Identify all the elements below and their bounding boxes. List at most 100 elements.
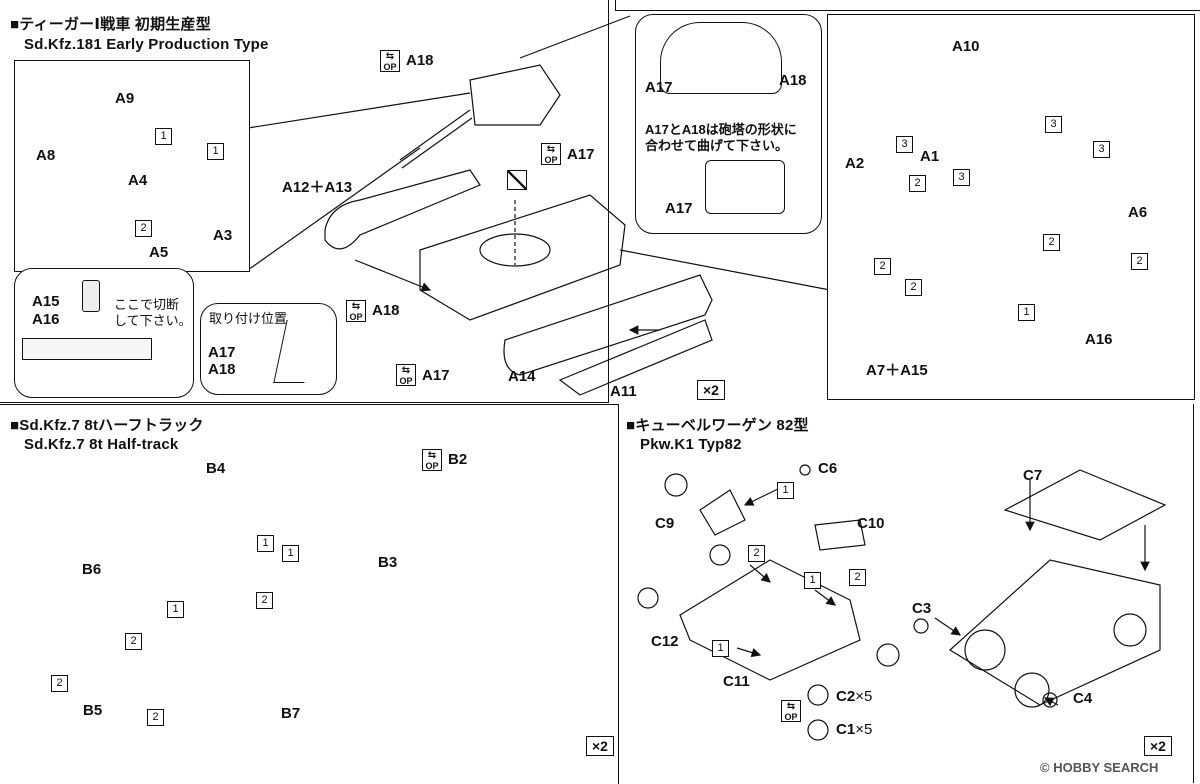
part-label-a6: A6 — [1128, 204, 1148, 221]
step-number-1: 1 — [155, 128, 172, 145]
cut-detail-inset — [14, 268, 194, 398]
step-number-2: 2 — [256, 592, 273, 609]
mount-position-inset — [200, 303, 337, 395]
step-number-2: 2 — [51, 675, 68, 692]
part-label-c1: C1×5 — [836, 721, 873, 738]
inset-connector-line — [247, 147, 421, 271]
optional-part-badge: ⇆OP — [346, 300, 366, 322]
tiger-title-jp: ■ティーガーⅠ戦車 初期生産型 — [10, 16, 211, 33]
part-label-a3: A3 — [213, 227, 233, 244]
part-label-b5: B5 — [83, 702, 103, 719]
track-link-drawing — [22, 338, 152, 360]
mount-position-note: 取り付け位置 — [209, 311, 288, 326]
no-glue-icon — [507, 170, 527, 190]
optional-part-badge: ⇆OP — [396, 364, 416, 386]
part-label-a17: A17 — [645, 79, 673, 96]
tiger-title-en: Sd.Kfz.181 Early Production Type — [24, 36, 269, 53]
kubel-title-jp: ■キューベルワーゲン 82型 — [626, 417, 809, 434]
part-label-c9: C9 — [655, 515, 675, 532]
part-label-a16: A16 — [32, 311, 60, 328]
step-number-2: 2 — [1043, 234, 1060, 251]
part-label-a8: A8 — [36, 147, 56, 164]
part-label-a15: A15 — [32, 293, 60, 310]
step-number-3: 3 — [953, 169, 970, 186]
optional-part-badge: ⇆OP — [781, 700, 801, 722]
part-label-a7-a15: A7＋A15 — [866, 362, 928, 379]
step-number-2: 2 — [135, 220, 152, 237]
part-label-a18: A18 — [372, 302, 400, 319]
part-label-c12: C12 — [651, 633, 679, 650]
step-number-2: 2 — [147, 709, 164, 726]
part-label-a11: A11 — [610, 383, 637, 400]
tiger-panel — [0, 0, 609, 403]
step-number-2: 2 — [905, 279, 922, 296]
halftrack-quantity-badge: ×2 — [586, 736, 614, 756]
step-number-1: 1 — [282, 545, 299, 562]
step-number-1: 1 — [777, 482, 794, 499]
right-frame-line — [1193, 404, 1194, 783]
top-frame-strip — [615, 0, 1200, 11]
part-label-a18: A18 — [406, 52, 434, 69]
kubelwagen-assembled-drawing — [913, 469, 1167, 708]
part-label-b6: B6 — [82, 561, 102, 578]
halftrack-panel — [0, 404, 619, 784]
tiger-quantity-badge: ×2 — [697, 380, 725, 400]
step-number-1: 1 — [712, 640, 729, 657]
inset-connector-line — [619, 249, 831, 291]
inset-connector-line — [519, 15, 631, 59]
part-label-a10: A10 — [952, 38, 980, 55]
part-label-b7: B7 — [281, 705, 301, 722]
part-label-a17: A17 — [567, 146, 595, 163]
part-label-a5: A5 — [149, 244, 169, 261]
part-label-a14: A14 — [508, 368, 536, 385]
part-label-b4: B4 — [206, 460, 226, 477]
step-number-1: 1 — [167, 601, 184, 618]
part-label-c2: C2×5 — [836, 688, 873, 705]
bent-track-drawing — [705, 160, 785, 214]
optional-part-badge: ⇆OP — [380, 50, 400, 72]
step-number-3: 3 — [896, 136, 913, 153]
turret-inset — [14, 60, 250, 272]
part-label-c10: C10 — [857, 515, 885, 532]
kubel-title-en: Pkw.K1 Typ82 — [640, 436, 742, 453]
inset-connector-line — [247, 92, 471, 129]
optional-part-badge: ⇆OP — [422, 449, 442, 471]
turret-shape-note: A17とA18は砲塔の形状に 合わせて曲げて下さい。 — [645, 122, 797, 153]
part-label-c3: C3 — [912, 600, 932, 617]
part-label-a1: A1 — [920, 148, 940, 165]
kubel-quantity-badge: ×2 — [1144, 736, 1172, 756]
part-label-a9: A9 — [115, 90, 135, 107]
step-number-3: 3 — [1045, 116, 1062, 133]
part-label-a12-a13: A12＋A13 — [282, 179, 353, 196]
part-label-a18: A18 — [779, 72, 807, 89]
halftrack-title-en: Sd.Kfz.7 8t Half-track — [24, 436, 179, 453]
part-label-c7: C7 — [1023, 467, 1043, 484]
part-label-c11: C11 — [723, 673, 750, 690]
kubelwagen-exploded-drawing — [637, 464, 900, 741]
step-number-2: 2 — [909, 175, 926, 192]
part-label-a17: A17 — [665, 200, 693, 217]
step-number-3: 3 — [1093, 141, 1110, 158]
part-label-c4: C4 — [1073, 690, 1093, 707]
part-label-a18: A18 — [208, 361, 236, 378]
watermark: © HOBBY SEARCH — [1040, 760, 1159, 775]
part-label-a17: A17 — [208, 344, 236, 361]
hull-inset — [827, 14, 1195, 400]
step-number-1: 1 — [207, 143, 224, 160]
part-label-a17: A17 — [422, 367, 450, 384]
knife-icon — [82, 280, 100, 312]
step-number-1: 1 — [804, 572, 821, 589]
step-number-1: 1 — [257, 535, 274, 552]
part-label-c6: C6 — [818, 460, 838, 477]
part-label-b3: B3 — [378, 554, 398, 571]
step-number-2: 2 — [748, 545, 765, 562]
part-label-a16: A16 — [1085, 331, 1113, 348]
cut-here-note: ここで切断 して下さい。 — [114, 297, 192, 328]
step-number-2: 2 — [874, 258, 891, 275]
step-number-2: 2 — [849, 569, 866, 586]
step-number-2: 2 — [1131, 253, 1148, 270]
halftrack-title-jp: ■Sd.Kfz.7 8tハーフトラック — [10, 417, 204, 434]
turret-top-drawing — [660, 22, 782, 94]
part-label-b2: B2 — [448, 451, 468, 468]
step-number-1: 1 — [1018, 304, 1035, 321]
